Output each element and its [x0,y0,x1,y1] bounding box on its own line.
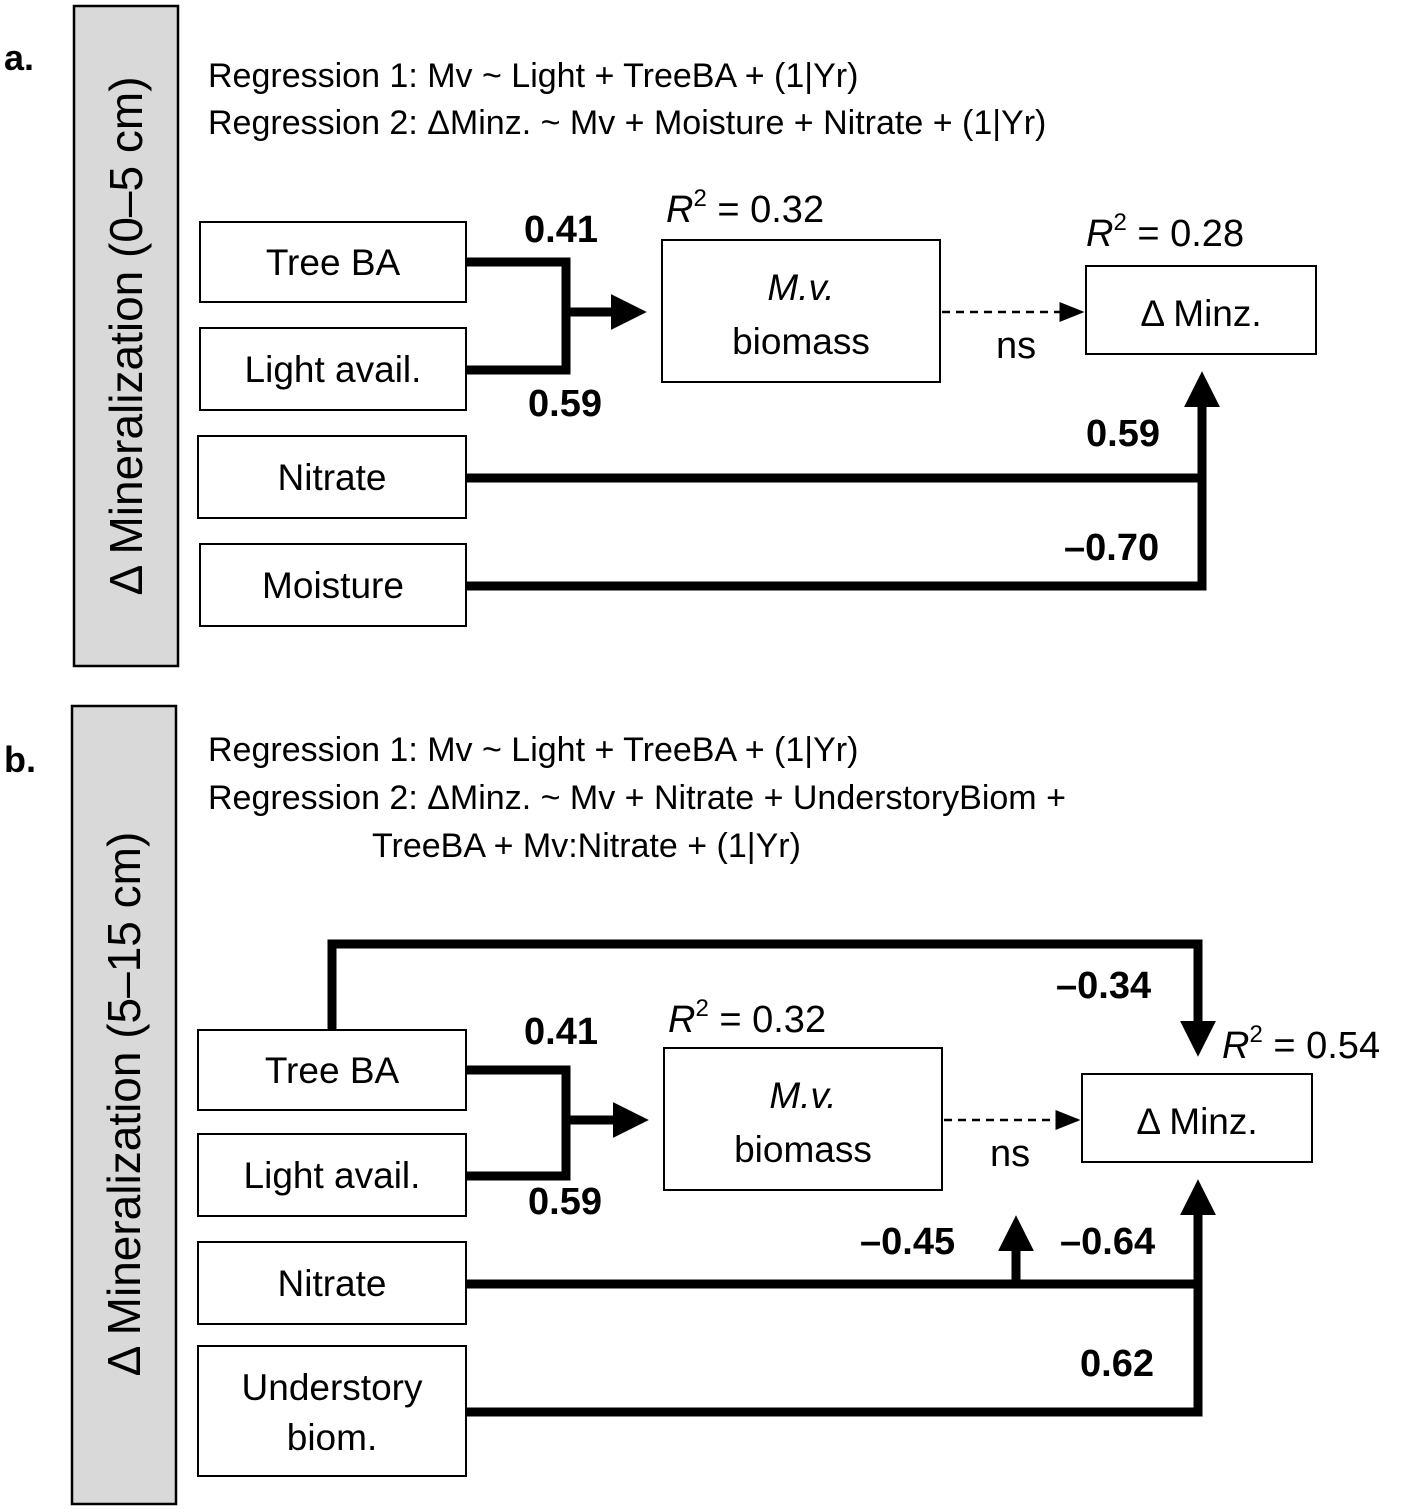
panel-b-understory-box [197,1345,467,1477]
panel-b-light-label: Light avail. [244,1155,421,1196]
panel-b-regression-1: Regression 1: Mv ~ Light + TreeBA + (1|Y… [208,731,858,769]
panel-b-coef-tree-ba-minz: –0.34 [1056,965,1151,1007]
panel-a-to-minz-arrow [466,371,1220,591]
panel-a-coef-nitrate: 0.59 [1086,413,1160,455]
panel-a-moisture-box [199,543,467,627]
panel-b-r2-mv: R2 = 0.32 [668,995,826,1041]
panel-a-mv-biomass-box [661,239,941,383]
panel-b-understory-label: Understory [242,1367,423,1408]
panel-a-side-title: Δ Mineralization (0–5 cm) [100,76,152,595]
panel-a-coef-ns: ns [996,325,1036,367]
panel-a-biomass-label: biomass [732,321,870,362]
panel-b-to-minz-arrow [466,1179,1216,1417]
panel-a-mv-label: M.v. [767,267,834,308]
panel-b-minz-box [1081,1073,1313,1163]
panel-a-coef-light: 0.59 [528,383,602,425]
panel-a-minz-box [1085,265,1317,355]
panel-a-tree-ba-label: Tree BA [266,242,401,283]
panel-b: b. Δ Mineralization (5–15 cm) Regression… [4,704,1380,1506]
panel-b-letter: b. [4,739,36,780]
panel-b-coef-light: 0.59 [528,1181,602,1223]
panel-b-r2-minz: R2 = 0.54 [1222,1021,1380,1067]
panel-b-side-title: Δ Mineralization (5–15 cm) [98,832,150,1377]
panel-b-coef-tree-ba: 0.41 [524,1011,598,1053]
panel-b-coef-understory: 0.62 [1080,1343,1154,1385]
panel-b-mv-biomass-box [663,1047,943,1191]
panel-b-light-box [197,1133,467,1217]
panel-a-coef-moisture: –0.70 [1064,527,1159,569]
panel-a-letter: a. [4,37,34,78]
panel-a-regression-2: Regression 2: ΔMinz. ~ Mv + Moisture + N… [208,104,1046,142]
panel-b-tree-ba-box [197,1029,467,1111]
panel-a-regression-1: Regression 1: Mv ~ Light + TreeBA + (1|Y… [208,57,858,95]
panel-b-nitrate-label: Nitrate [278,1263,387,1304]
panel-b-coef-interaction: –0.45 [860,1221,955,1263]
panel-b-regression-2-cont: TreeBA + Mv:Nitrate + (1|Yr) [372,827,801,865]
panel-b-coef-ns: ns [990,1133,1030,1175]
panel-b-biom-label: biom. [287,1417,377,1458]
panel-a-minz-label: Δ Minz. [1140,293,1261,334]
panel-b-mv-label: M.v. [769,1075,836,1116]
panel-a-side-box [72,4,180,668]
panel-a-bracket-path [466,257,571,375]
panel-b-coef-nitrate: –0.64 [1060,1221,1155,1263]
panel-a-r2-minz: R2 = 0.28 [1086,209,1244,255]
panel-b-tree-ba-label: Tree BA [265,1050,400,1091]
panel-a: a. Δ Mineralization (0–5 cm) Regression … [4,4,1317,668]
panel-b-side-box [70,704,178,1506]
panel-a-moisture-label: Moisture [262,565,404,606]
panel-b-bracket-path [466,1065,571,1181]
panel-b-minz-label: Δ Minz. [1136,1101,1257,1142]
panel-a-nitrate-label: Nitrate [278,457,387,498]
panel-a-coef-tree-ba: 0.41 [524,209,598,251]
panel-a-light-box [199,327,467,411]
panel-b-tree-ba-to-minz-arrow [327,939,1216,1057]
panel-b-biomass-label: biomass [734,1129,872,1170]
panel-a-nitrate-box [197,435,467,519]
panel-b-regression-2: Regression 2: ΔMinz. ~ Mv + Nitrate + Un… [208,779,1066,817]
panel-a-r2-mv: R2 = 0.32 [666,185,824,231]
panel-a-light-label: Light avail. [245,349,422,390]
panel-a-tree-ba-box [199,221,467,303]
